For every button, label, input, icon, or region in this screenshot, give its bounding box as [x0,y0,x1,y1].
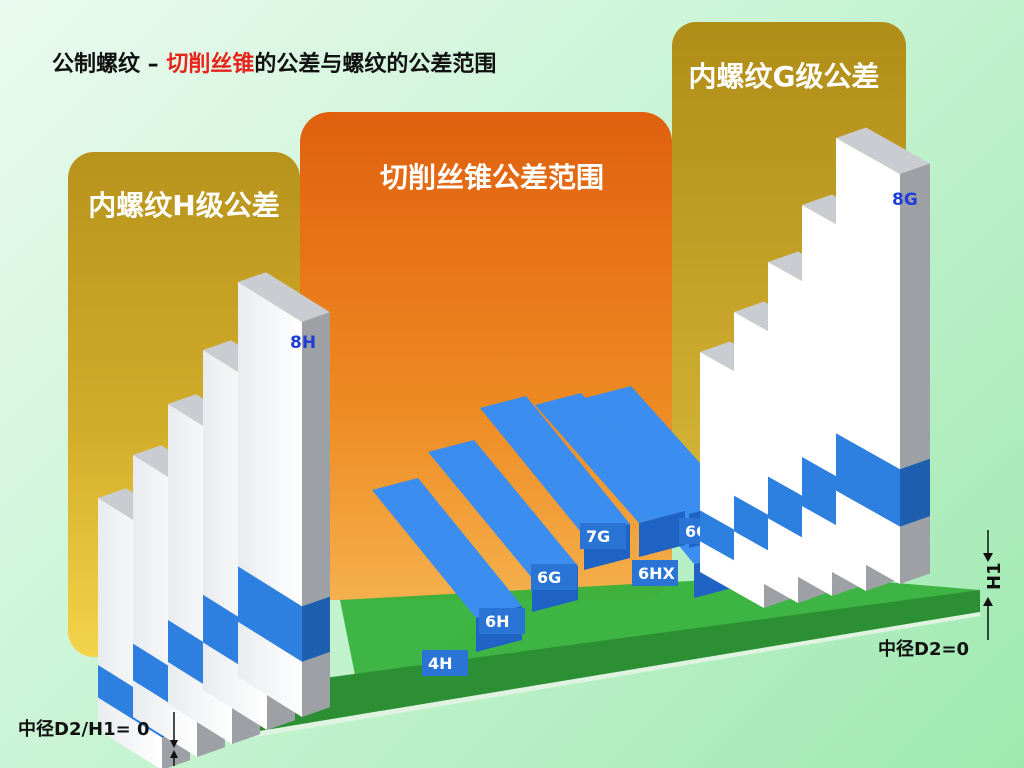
g-grade-8g-box: 8G [836,127,930,584]
title-part1: 公制螺纹 – [52,52,167,77]
tap-4h-top-face [372,478,522,618]
h-grade-panel-title: 内螺纹H级公差 [88,189,279,222]
zero-line-left: 中径D2/H1= 0 [18,712,178,766]
tap-6hx-label: 6HX [638,564,676,583]
tap-6g-label-bg [531,564,577,590]
g-grade-panel-title: 内螺纹G级公差 [689,60,880,93]
zero-line-left-arrow [170,740,178,748]
zero-line-left-arrow-up [170,750,178,758]
title-highlight: 切削丝锥 [166,52,255,77]
tap-6g-label: 6G [537,568,561,587]
h-grade-8h-label: 8H [290,333,316,353]
tap-6hx-label-bg [632,560,678,586]
h-grade-boxes: 4H5H6H7H8H [98,272,330,768]
tap-7g-end-face [639,511,685,557]
zero-line-right: H1 中径D2=0 [878,530,1005,660]
h-grade-8h-tolerance-band [238,566,302,662]
h1-label: H1 [984,562,1005,590]
h1-arrow-top [983,553,993,562]
g-grade-8g-tolerance-band [836,433,900,527]
right-zero-label: 中径D2=0 [878,638,969,660]
tap-6h-label: 6H [485,612,510,631]
g-grade-8g-top-face [836,127,930,174]
tap-bars: 4H6H6G6HX7G6GX [372,386,740,676]
tap-6h-label-bg [479,608,525,634]
g-grade-8g-label: 8G [892,190,918,210]
g-grade-8g-tolerance-band-side [900,458,930,527]
tap-7g-label-bg [580,523,626,549]
left-zero-label: 中径D2/H1= 0 [18,718,150,740]
tap-4h-label: 4H [428,654,453,673]
tap-7g-top-face [535,393,685,523]
tap-6h-top-face [428,440,578,578]
base-plane-light-edge [175,612,980,750]
base-plane-dark-edge [160,590,980,745]
tap-6g-top-face [480,396,630,536]
h1-arrow-bottom [983,597,993,606]
h-grade-8h-tolerance-band-side [302,596,330,662]
tap-tolerance-panel-title: 切削丝锥公差范围 [380,161,604,194]
page-title: 公制螺纹 – 切削丝锥的公差与螺纹的公差范围 [52,46,496,78]
tap-6gx-top-face [585,386,735,514]
tap-7g-label: 7G [586,527,610,546]
title-part2: 的公差与螺纹的公差范围 [254,52,497,77]
h-grade-8h-box: 8H [238,272,330,717]
tap-7g-bar: 7G [535,393,685,557]
g-grade-boxes: 4G5G6G7G8G [700,127,930,608]
tap-4h-label-bg [422,650,468,676]
h-grade-8h-top-face [238,272,330,322]
